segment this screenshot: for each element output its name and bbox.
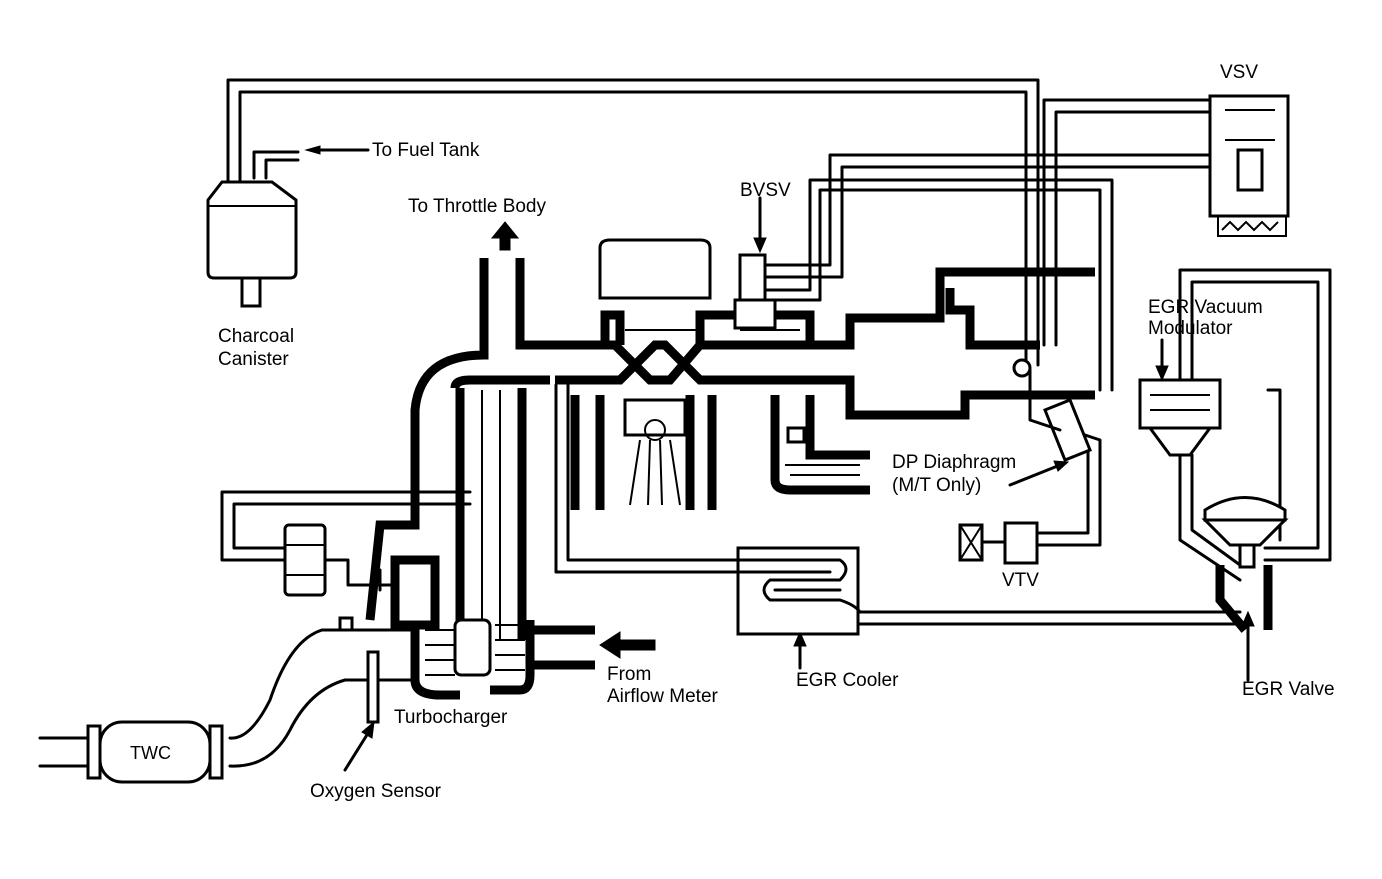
wastegate-actuator: [283, 523, 392, 597]
label-turbocharger: Turbocharger: [394, 707, 508, 728]
turbocharger: [410, 618, 535, 700]
bvsv-valve: [733, 253, 777, 330]
label-airflow-meter: Airflow Meter: [607, 686, 718, 707]
label-oxygen-sensor: Oxygen Sensor: [310, 781, 441, 802]
label-dp-diaphragm: DP Diaphragm: [892, 452, 1017, 473]
charcoal-canister: [206, 180, 298, 308]
label-twc: TWC: [130, 743, 171, 763]
label-egr-cooler: EGR Cooler: [796, 670, 899, 691]
label-to-fuel-tank: To Fuel Tank: [372, 140, 480, 161]
label-bvsv: BVSV: [740, 180, 791, 201]
vsv-valve: [1208, 94, 1290, 237]
egr-vacuum-modulator: [1138, 378, 1242, 582]
arrows: [304, 145, 1255, 772]
intake-piping: [365, 258, 605, 670]
exhaust-system: [38, 616, 417, 784]
egr-valve: [1201, 496, 1289, 633]
vtv-valve: [958, 521, 1039, 565]
label-modulator: Modulator: [1148, 318, 1233, 339]
egr-cooler: [736, 546, 1242, 636]
engine: [555, 238, 1095, 510]
vacuum-hoses: [220, 78, 1332, 574]
label-vsv: VSV: [1220, 62, 1259, 83]
label-from: From: [607, 664, 652, 685]
dp-diaphragm: [1012, 358, 1092, 462]
label-to-throttle-body: To Throttle Body: [408, 196, 547, 217]
label-egr-vacuum: EGR Vacuum: [1148, 297, 1263, 318]
label-charcoal: Charcoal: [218, 326, 295, 347]
label-canister: Canister: [218, 349, 289, 370]
label-vtv: VTV: [1002, 570, 1039, 591]
label-egr-valve: EGR Valve: [1242, 679, 1335, 700]
label-mt-only: (M/T Only): [892, 475, 982, 496]
